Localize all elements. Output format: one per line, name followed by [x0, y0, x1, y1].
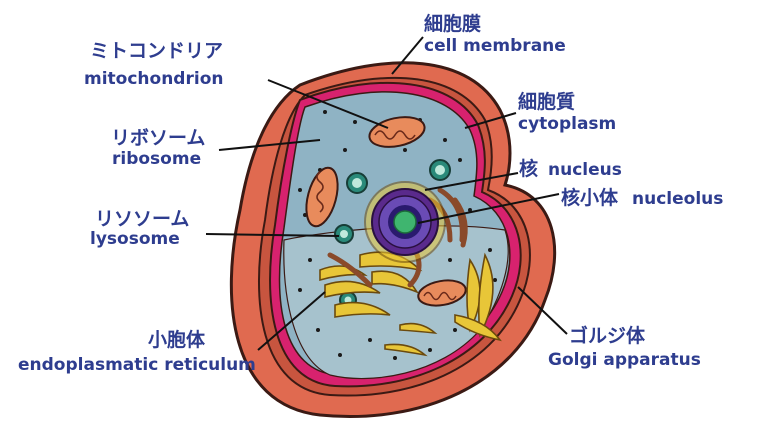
mitochondrion-2: [305, 166, 339, 228]
label-cell-membrane-en: cell membrane: [424, 36, 566, 56]
label-cytoplasm-en: cytoplasm: [518, 114, 617, 134]
label-golgi-en: Golgi apparatus: [548, 350, 701, 370]
label-ribosome-jp: リボソーム: [111, 127, 206, 149]
label-cytoplasm-jp: 細胞質: [518, 91, 576, 113]
endoplasmic-reticulum: [319, 251, 423, 318]
label-nucleolus-en: nucleolus: [632, 189, 724, 209]
label-er-en: endoplasmatic reticulum: [18, 355, 256, 375]
label-ribosome-en: ribosome: [112, 149, 202, 169]
nucleus: [364, 181, 446, 263]
label-cell-membrane-jp: 細胞膜: [424, 13, 482, 35]
golgi-stack: [384, 252, 502, 357]
mitochondrion-1: [368, 116, 426, 148]
leader-lines: [205, 36, 568, 351]
mitochondrion-3: [417, 279, 467, 307]
label-er-jp: 小胞体: [148, 329, 206, 351]
label-nucleus-en: nucleus: [548, 160, 622, 180]
label-lysosome-en: lysosome: [90, 229, 180, 249]
label-mitochondrion-jp: ミトコンドリア: [90, 40, 224, 62]
label-nucleus-jp: 核: [519, 158, 539, 180]
label-golgi-jp: ゴルジ体: [569, 325, 646, 347]
label-lysosome-jp: リソソーム: [95, 208, 190, 230]
label-mitochondrion-en: mitochondrion: [84, 69, 224, 89]
label-nucleolus-jp: 核小体: [561, 187, 619, 209]
lysosome-cores: [340, 165, 445, 304]
